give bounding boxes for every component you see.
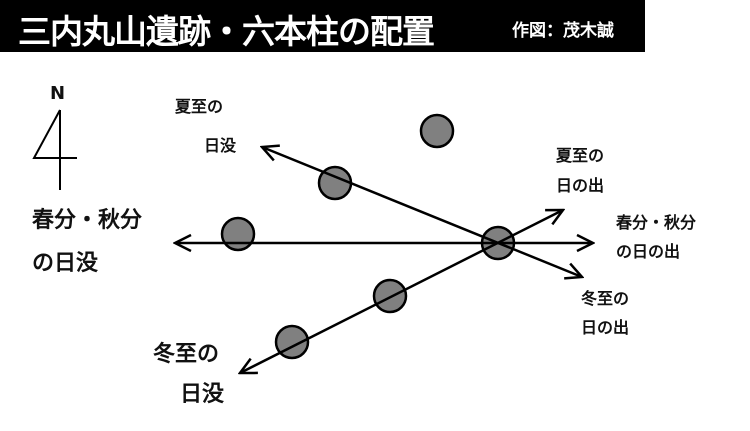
summer-sunset-label-2: 日没 (204, 136, 237, 155)
winter-sunset-label-1: 冬至の (153, 342, 220, 367)
pillar (220, 216, 256, 252)
winter-sunset-label-2: 日没 (180, 382, 225, 407)
equinox-sunset-label-2: の日没 (32, 251, 99, 276)
title-bar: 三内丸山遺跡・六本柱の配置 作図：茂木誠 (0, 0, 645, 52)
winter-sunrise-label-1: 冬至の (581, 289, 630, 308)
winter-sunrise-label-2: 日の出 (581, 318, 630, 337)
north-arrow-icon (32, 109, 77, 190)
credit: 作図：茂木誠 (512, 21, 614, 41)
north-label: N (50, 83, 66, 104)
winter-sunset-summer-sunrise-line (240, 210, 563, 373)
summer-sunrise-label-2: 日の出 (556, 176, 605, 195)
equinox-sunrise-label-2: の日の出 (616, 242, 681, 261)
page-title: 三内丸山遺跡・六本柱の配置 (18, 12, 435, 51)
summer-sunset-winter-sunrise-line (262, 147, 582, 277)
equinox-sunset-label-1: 春分・秋分 (32, 208, 143, 233)
summer-sunrise-label-1: 夏至の (556, 146, 605, 165)
pillar (419, 113, 455, 149)
summer-sunset-label-1: 夏至の (175, 97, 224, 116)
equinox-sunrise-label-1: 春分・秋分 (616, 213, 697, 232)
